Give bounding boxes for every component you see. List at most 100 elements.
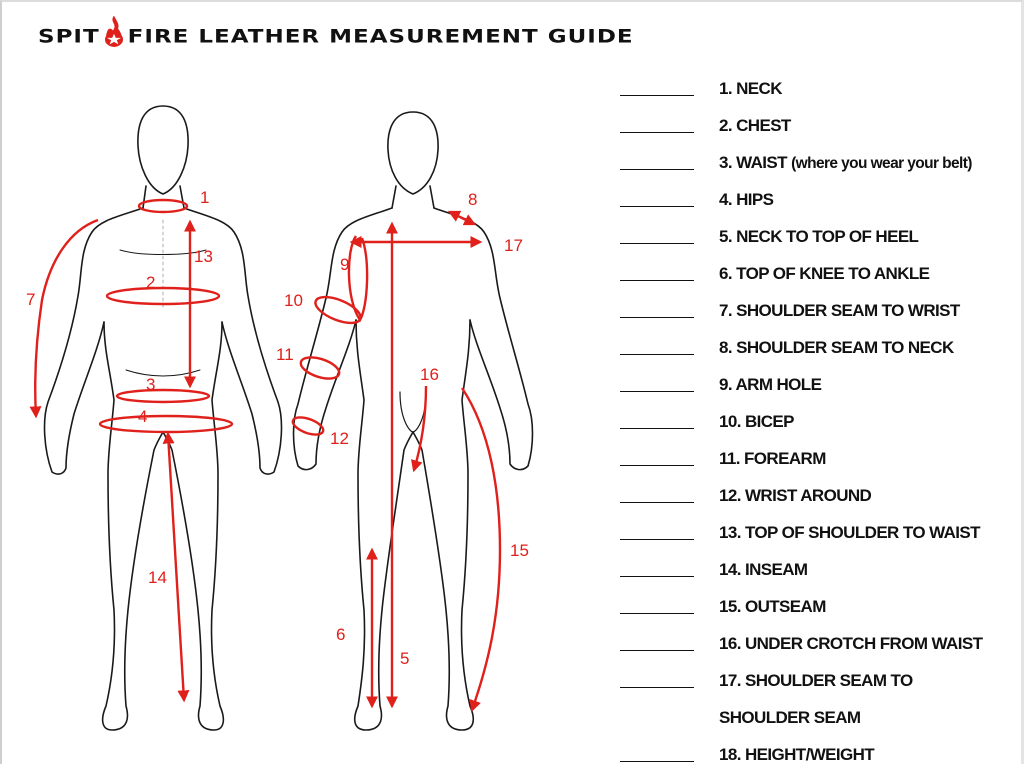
measurement-label-text: 16. UNDER CROTCH FROM WAIST: [719, 634, 983, 653]
measurement-label: 10. BICEP: [719, 412, 795, 432]
num-2: 2: [146, 273, 155, 292]
blank-line[interactable]: [620, 465, 694, 466]
measurement-label-text: 15. OUTSEAM: [719, 597, 826, 616]
num-3: 3: [146, 375, 155, 394]
blank-line[interactable]: [620, 391, 694, 392]
measurement-label-text: 2. CHEST: [719, 116, 791, 135]
num-6: 6: [336, 625, 345, 644]
blank-line[interactable]: [620, 428, 694, 429]
measurement-label-text: 18. HEIGHT/WEIGHT: [719, 745, 875, 764]
guide-title: SPIT FIRE LEATHER MEASUREMENT GUIDE: [38, 15, 634, 55]
measurement-label: 16. UNDER CROTCH FROM WAIST: [719, 634, 983, 654]
measurement-label-text: 13. TOP OF SHOULDER TO WAIST: [719, 523, 981, 542]
blank-line[interactable]: [620, 539, 694, 540]
blank-line[interactable]: [620, 169, 694, 170]
measurement-list: 1. NECK 2. CHEST 3. WAIST (where you wear …: [612, 68, 1022, 764]
measurement-label-text: 5. NECK TO TOP OF HEEL: [719, 227, 919, 246]
num-9: 9: [340, 255, 349, 274]
measurement-label-text: 17. SHOULDER SEAM TO: [719, 671, 913, 690]
measurement-row: 15. OUTSEAM: [612, 590, 1022, 620]
blank-line[interactable]: [620, 650, 694, 651]
measurement-label: 6. TOP OF KNEE TO ANKLE: [719, 264, 930, 284]
measurement-label: 8. SHOULDER SEAM TO NECK: [719, 338, 954, 358]
measurement-row: 13. TOP OF SHOULDER TO WAIST: [612, 516, 1022, 546]
measurement-label-text: 11. FOREARM: [719, 449, 826, 468]
measurement-label: 11. FOREARM: [719, 449, 826, 469]
measurement-label: 4. HIPS: [719, 190, 774, 210]
measurement-label: 14. INSEAM: [719, 560, 808, 580]
blank-line[interactable]: [620, 613, 694, 614]
measurement-label: 3. WAIST (where you wear your belt): [719, 153, 972, 173]
measurement-label-text: 6. TOP OF KNEE TO ANKLE: [719, 264, 930, 283]
measurement-label-text: 4. HIPS: [719, 190, 774, 209]
num-10: 10: [284, 291, 303, 310]
measurement-label: 18. HEIGHT/WEIGHT: [719, 745, 875, 765]
measurement-row: 14. INSEAM: [612, 553, 1022, 583]
measurement-label: 12. WRIST AROUND: [719, 486, 872, 506]
measurement-label: 9. ARM HOLE: [719, 375, 822, 395]
num-15: 15: [510, 541, 529, 560]
measurement-label: 15. OUTSEAM: [719, 597, 826, 617]
num-4: 4: [138, 407, 147, 426]
measurement-row: 9. ARM HOLE: [612, 368, 1022, 398]
guide-header: SPIT FIRE LEATHER MEASUREMENT GUIDE: [38, 6, 634, 68]
measurement-label: 5. NECK TO TOP OF HEEL: [719, 227, 919, 247]
title-left: SPIT: [38, 25, 100, 48]
back-measure-marks: [291, 210, 502, 713]
measurement-row: SHOULDER SEAM: [612, 701, 1022, 731]
flame-star-icon: [101, 14, 127, 50]
num-1: 1: [200, 188, 209, 207]
front-measure-marks: [29, 198, 234, 703]
blank-line[interactable]: [620, 243, 694, 244]
measurement-label-text: 9. ARM HOLE: [719, 375, 822, 394]
num-11: 11: [276, 345, 294, 364]
measurement-label-text: 3. WAIST: [719, 153, 788, 172]
measurement-label-text: 12. WRIST AROUND: [719, 486, 872, 505]
measurement-label-text: 14. INSEAM: [719, 560, 808, 579]
measurement-label-text: 10. BICEP: [719, 412, 795, 431]
title-right: FIRE LEATHER MEASUREMENT GUIDE: [127, 25, 634, 48]
blank-line[interactable]: [620, 354, 694, 355]
num-5: 5: [400, 649, 409, 668]
back-figure: [292, 111, 534, 731]
measurement-label: SHOULDER SEAM: [719, 708, 861, 728]
measurement-row: 7. SHOULDER SEAM TO WRIST: [612, 294, 1022, 324]
measurement-row: 5. NECK TO TOP OF HEEL: [612, 220, 1022, 250]
blank-line[interactable]: [620, 761, 694, 762]
measurement-label-text: SHOULDER SEAM: [719, 708, 861, 727]
measurement-row: 10. BICEP: [612, 405, 1022, 435]
blank-line[interactable]: [620, 317, 694, 318]
measure-numbers: 1 2 3 4 7 13 14 8 17 9 10 11 12 16 15 6 …: [26, 188, 529, 668]
measurement-row: 12. WRIST AROUND: [612, 479, 1022, 509]
measurement-label: 13. TOP OF SHOULDER TO WAIST: [719, 523, 981, 543]
measurement-row: 11. FOREARM: [612, 442, 1022, 472]
blank-line[interactable]: [620, 95, 694, 96]
num-12: 12: [330, 429, 349, 448]
measurement-row: 6. TOP OF KNEE TO ANKLE: [612, 257, 1022, 287]
blank-line[interactable]: [620, 132, 694, 133]
measurement-row: 2. CHEST: [612, 109, 1022, 139]
measurement-row: 16. UNDER CROTCH FROM WAIST: [612, 627, 1022, 657]
measurement-row: 1. NECK: [612, 72, 1022, 102]
blank-line[interactable]: [620, 576, 694, 577]
measurement-label: 1. NECK: [719, 79, 782, 99]
blank-line[interactable]: [620, 280, 694, 281]
measurement-label: 7. SHOULDER SEAM TO WRIST: [719, 301, 960, 321]
measurement-row: 8. SHOULDER SEAM TO NECK: [612, 331, 1022, 361]
blank-line[interactable]: [620, 502, 694, 503]
measurement-label: 2. CHEST: [719, 116, 791, 136]
num-8: 8: [468, 190, 477, 209]
blank-line[interactable]: [620, 206, 694, 207]
measurement-label: 17. SHOULDER SEAM TO: [719, 671, 913, 691]
measurement-row: 18. HEIGHT/WEIGHT: [612, 738, 1022, 768]
blank-line[interactable]: [620, 687, 694, 688]
num-14: 14: [148, 568, 167, 587]
measurement-label-text: 8. SHOULDER SEAM TO NECK: [719, 338, 954, 357]
measurement-label-text: 7. SHOULDER SEAM TO WRIST: [719, 301, 960, 320]
num-17: 17: [504, 236, 523, 255]
measurement-note: (where you wear your belt): [791, 155, 972, 172]
num-13: 13: [194, 247, 213, 266]
num-16: 16: [420, 365, 439, 384]
num-7: 7: [26, 290, 35, 309]
